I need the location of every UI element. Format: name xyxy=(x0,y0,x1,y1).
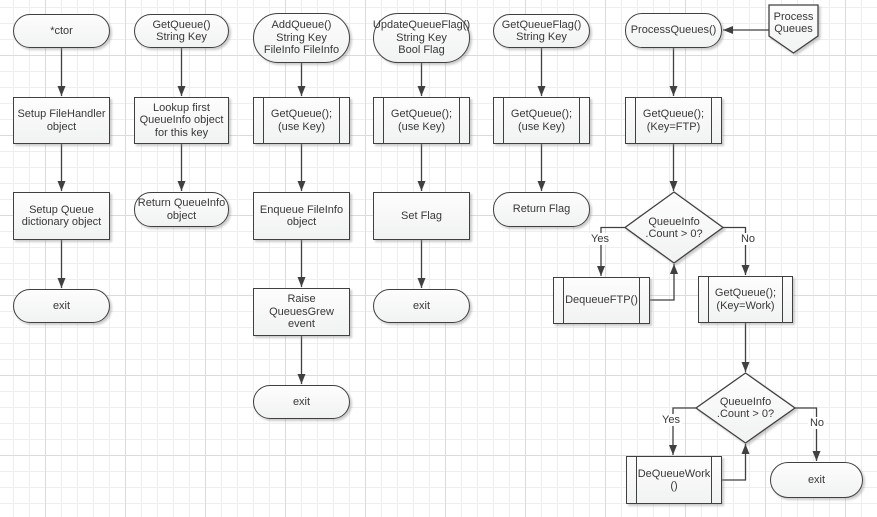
connector-loop-work xyxy=(722,444,750,481)
terminator-updateflag-exit[interactable]: exit xyxy=(373,289,470,323)
node-label: Lookup first QueueInfo object for this k… xyxy=(139,101,224,139)
edge-label-no-ftp: No xyxy=(738,233,758,245)
terminator-getqueue[interactable]: GetQueue() String Key xyxy=(134,14,229,48)
node-label: GetQueue(); (Key=Work) xyxy=(714,287,777,312)
process-set-flag[interactable]: Set Flag xyxy=(373,192,470,240)
connector-no-work xyxy=(795,407,821,461)
subprocess-updateflag-getqueue[interactable]: GetQueue(); (use Key) xyxy=(373,97,470,144)
edge-label-no-work: No xyxy=(807,417,827,429)
node-label: exit xyxy=(412,299,431,312)
node-label: AddQueue() String Key FileInfo FileInfo xyxy=(263,19,340,57)
node-label: ProcessQueues() xyxy=(630,24,717,37)
node-label: Process Queues xyxy=(773,10,814,36)
node-label: Setup FileHandler object xyxy=(17,108,106,133)
node-label: DeQueueWork () xyxy=(637,467,711,493)
terminator-process-exit[interactable]: exit xyxy=(770,462,863,498)
node-label: exit xyxy=(292,395,311,408)
node-label: GetQueue(); (use Key) xyxy=(510,108,573,133)
terminator-return-flag[interactable]: Return Flag xyxy=(493,192,590,227)
subprocess-getqueue-work[interactable]: GetQueue(); (Key=Work) xyxy=(698,276,793,323)
offpage-connector-shape[interactable] xyxy=(768,4,819,54)
process-lookup-queueinfo[interactable]: Lookup first QueueInfo object for this k… xyxy=(134,97,229,144)
node-label: Enqueue FileInfo object xyxy=(259,203,344,229)
node-label: DequeueFTP() xyxy=(565,294,638,307)
connector-yes-ftp xyxy=(597,226,625,276)
process-raise-queuesgrew[interactable]: Raise QueuesGrew event xyxy=(253,288,350,336)
process-setup-queue-dictionary[interactable]: Setup Queue dictionary object xyxy=(13,192,110,240)
node-label: Return QueueInfo object xyxy=(137,197,226,222)
edge-label-yes-ftp: Yes xyxy=(589,233,611,245)
node-label: UpdateQueueFlag() String Key Bool Flag xyxy=(372,19,471,57)
terminator-processqueues[interactable]: ProcessQueues() xyxy=(625,13,722,48)
connector-loop-ftp xyxy=(650,264,678,301)
subprocess-addqueue-getqueue[interactable]: GetQueue(); (use Key) xyxy=(253,97,350,144)
node-label: QueueInfo .Count > 0? xyxy=(716,395,775,421)
process-enqueue-fileinfo[interactable]: Enqueue FileInfo object xyxy=(253,192,350,240)
connector-yes-work xyxy=(669,407,696,455)
node-label: GetQueueFlag() String Key xyxy=(501,18,582,44)
decision-label-work: QueueInfo .Count > 0? xyxy=(698,386,793,430)
terminator-ctor[interactable]: *ctor xyxy=(13,14,110,48)
terminator-getqueueflag[interactable]: GetQueueFlag() String Key xyxy=(493,14,590,48)
decision-diamond-ftp[interactable] xyxy=(623,191,725,264)
node-label: exit xyxy=(52,299,71,312)
node-label: Return Flag xyxy=(512,203,571,216)
node-label: GetQueue(); (Key=FTP) xyxy=(642,108,705,133)
decision-diamond-work[interactable] xyxy=(694,372,797,444)
offpage-connector-label[interactable]: Process Queues xyxy=(769,8,818,38)
terminator-return-queueinfo[interactable]: Return QueueInfo object xyxy=(134,192,229,227)
terminator-addqueue-exit[interactable]: exit xyxy=(253,385,350,419)
node-label: *ctor xyxy=(50,24,73,37)
node-label: exit xyxy=(807,473,826,486)
subprocess-dequeue-work[interactable]: DeQueueWork () xyxy=(626,456,722,504)
node-label: GetQueue(); (use Key) xyxy=(390,108,453,133)
connector-no-ftp xyxy=(723,226,750,275)
edge-label-yes-work: Yes xyxy=(660,414,682,426)
decision-label-ftp: QueueInfo .Count > 0? xyxy=(626,206,722,250)
node-label: Raise QueuesGrew event xyxy=(269,293,334,331)
node-label: GetQueue(); (use Key) xyxy=(270,108,333,133)
process-setup-filehandler[interactable]: Setup FileHandler object xyxy=(13,97,110,144)
node-label: Setup Queue dictionary object xyxy=(21,203,102,229)
terminator-updatequeueflag[interactable]: UpdateQueueFlag() String Key Bool Flag xyxy=(373,13,470,63)
node-label: Set Flag xyxy=(401,209,442,222)
node-label: GetQueue() String Key xyxy=(152,18,211,44)
node-label: QueueInfo .Count > 0? xyxy=(645,215,703,241)
terminator-ctor-exit[interactable]: exit xyxy=(13,289,110,323)
subprocess-getqueue-ftp[interactable]: GetQueue(); (Key=FTP) xyxy=(625,97,722,144)
subprocess-dequeue-ftp[interactable]: DequeueFTP() xyxy=(553,277,650,324)
terminator-addqueue[interactable]: AddQueue() String Key FileInfo FileInfo xyxy=(253,13,350,63)
subprocess-getflag-getqueue[interactable]: GetQueue(); (use Key) xyxy=(493,97,590,144)
